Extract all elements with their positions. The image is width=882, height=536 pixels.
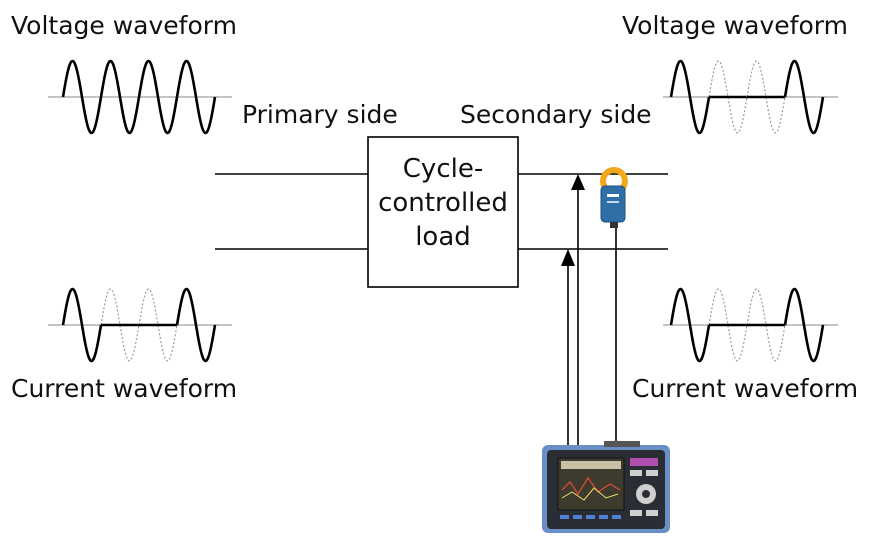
secondary-current-label: Current waveform: [632, 374, 859, 403]
primary-side-label: Primary side: [242, 100, 398, 129]
waveform-cycle-on: [99, 59, 141, 135]
waveform-cycle-on: [783, 59, 825, 135]
load-box: [367, 136, 519, 288]
power-analyzer-icon: [542, 441, 670, 533]
waveform-cycle-on: [61, 287, 103, 363]
primary-voltage-waveform: [48, 59, 232, 135]
voltage-lead-top: [571, 174, 585, 446]
secondary-side-label: Secondary side: [460, 100, 652, 129]
secondary-voltage-label: Voltage waveform: [622, 11, 848, 40]
primary-voltage-label: Voltage waveform: [11, 11, 237, 40]
waveform-cycle-on: [669, 59, 711, 135]
primary-current-label: Current waveform: [11, 374, 238, 403]
waveform-cycle-on: [175, 59, 217, 135]
primary-current-waveform: [48, 287, 232, 363]
waveform-cycle-on: [137, 59, 179, 135]
voltage-lead-bottom: [561, 249, 575, 446]
secondary-current-waveform: [663, 287, 838, 363]
waveform-cycle-on: [783, 287, 825, 363]
waveform-cycle-on: [669, 287, 711, 363]
secondary-voltage-waveform: [663, 59, 838, 135]
load-box-line-3: load: [415, 222, 471, 252]
load-box-label: Cycle- controlled load: [368, 152, 518, 254]
waveform-cycle-on: [61, 59, 103, 135]
current-clamp-icon: [600, 167, 628, 228]
load-box-line-2: controlled: [378, 188, 508, 218]
waveform-cycle-on: [175, 287, 217, 363]
load-box-line-1: Cycle-: [402, 154, 484, 184]
